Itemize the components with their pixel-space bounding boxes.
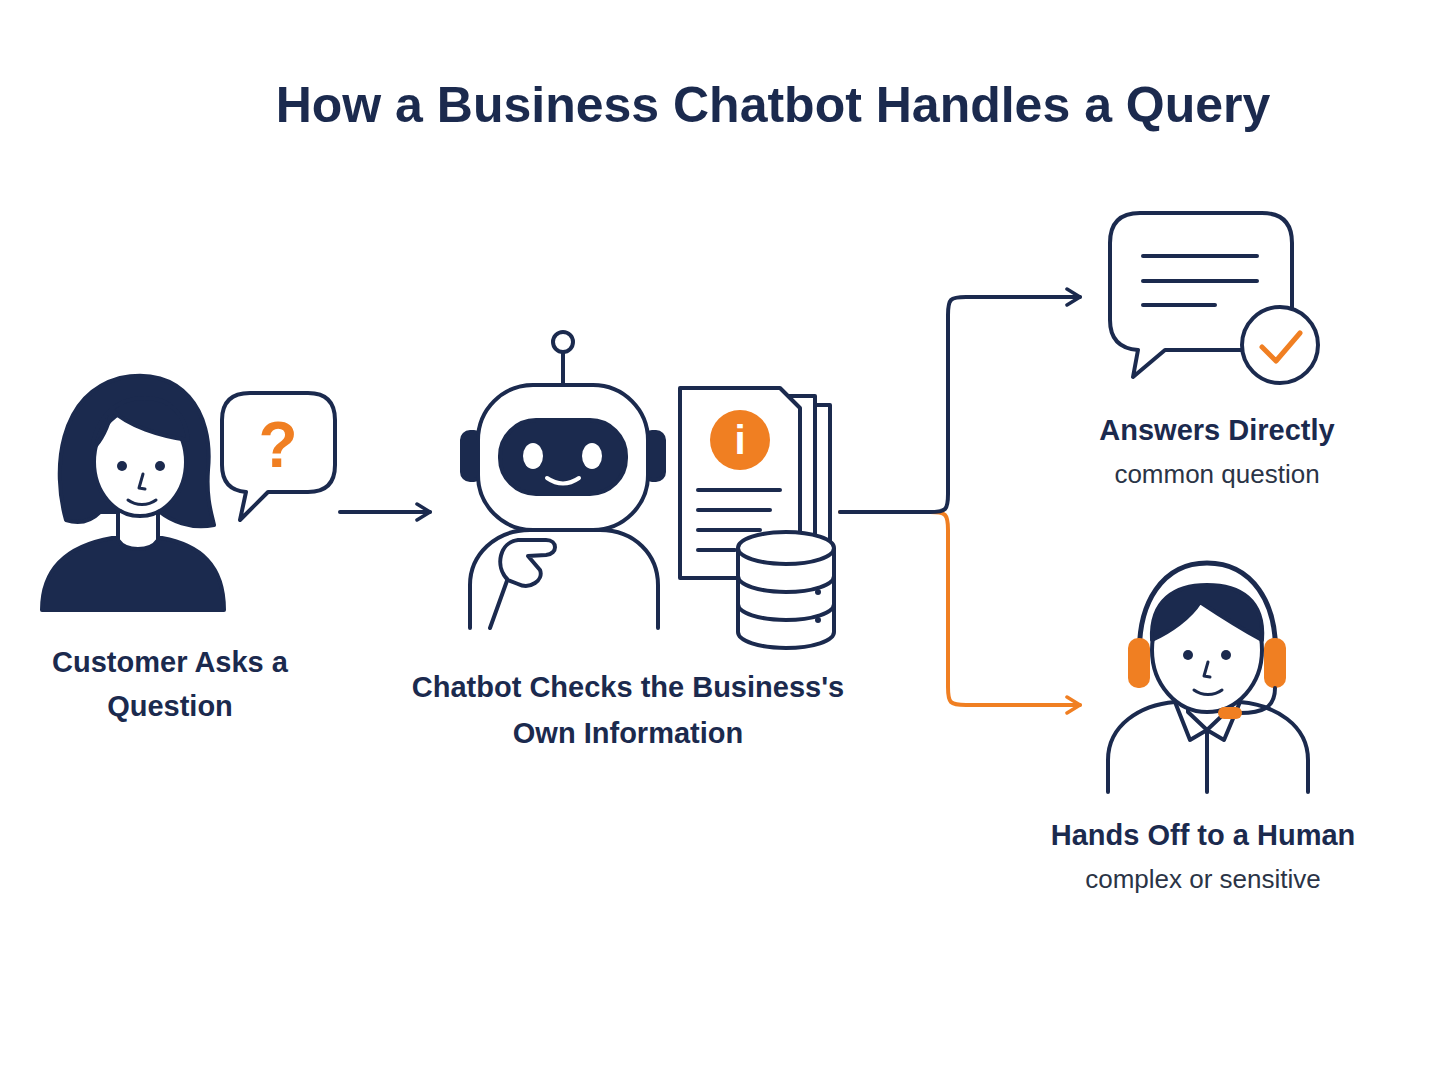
support-agent-figure [1194,690,1222,695]
customer-figure [155,461,165,471]
document-stack [698,508,770,512]
support-agent-figure [1128,638,1150,688]
support-agent-figure [1108,563,1308,792]
answer-bubble [1110,213,1318,383]
answer-bubble [1143,279,1257,283]
handoff-outcome: Hands Off to a Humancomplex or sensitive [1080,555,1330,895]
document-stack [710,410,770,470]
document-stack [698,548,735,552]
answer-outcome: Answers Directly common question [1080,210,1355,500]
flow-arrow [840,297,1080,512]
support-agent-figure [1240,688,1275,713]
support-agent-figure [1183,650,1193,660]
answer-bubble [1143,254,1257,258]
robot-figure [547,478,579,484]
robot-figure [553,332,573,352]
robot-figure [582,443,602,469]
database-symbol [815,617,821,623]
customer-figure [92,398,188,450]
question-mark: ? [248,405,308,485]
answer-bubble [1143,303,1215,307]
document-stack [698,488,780,492]
support-agent-figure [1221,650,1231,660]
step-label: Chatbot Checks the Business's Own Inform… [403,664,853,756]
answer-bubble [1262,333,1300,361]
step-label: Customer Asks a Question [40,640,300,728]
document-stack [698,528,760,532]
customer-figure [42,376,224,610]
robot-figure [500,420,626,494]
robot-figure [500,540,555,586]
robot-figure [523,443,543,469]
customer-figure [139,474,145,489]
customer-figure [128,500,156,505]
customer-figure [117,461,127,471]
robot-figure [561,352,565,385]
answer-bubble [1242,307,1318,383]
support-agent-figure [1204,662,1210,677]
robot-figure [478,385,648,530]
question-bubble [222,393,335,520]
database-symbol [815,589,821,595]
flow-arrow [840,512,1080,705]
flow-arrow [340,510,430,514]
chatbot-step: Chatbot Checks the Business's Own Inform… [430,330,840,750]
step-note: common question [1114,458,1319,490]
support-agent-figure [1139,563,1275,665]
database-symbol [738,532,834,564]
robot-figure [462,332,664,628]
step-label: Answers Directly [1099,410,1334,450]
question-bubble [222,393,335,520]
customer-figure [60,376,214,527]
step-note: complex or sensitive [1085,863,1321,895]
robot-figure [470,530,658,628]
support-agent-figure [1264,638,1286,688]
database-symbol [738,532,834,648]
support-agent-figure [1218,707,1242,719]
diagram-title: How a Business Chatbot Handles a Query [100,70,1440,140]
support-agent-figure [1205,730,1209,792]
step-label: Hands Off to a Human [1051,815,1356,855]
info-symbol: i [710,410,770,470]
support-agent-figure [1152,585,1262,640]
robot-figure [490,578,508,628]
